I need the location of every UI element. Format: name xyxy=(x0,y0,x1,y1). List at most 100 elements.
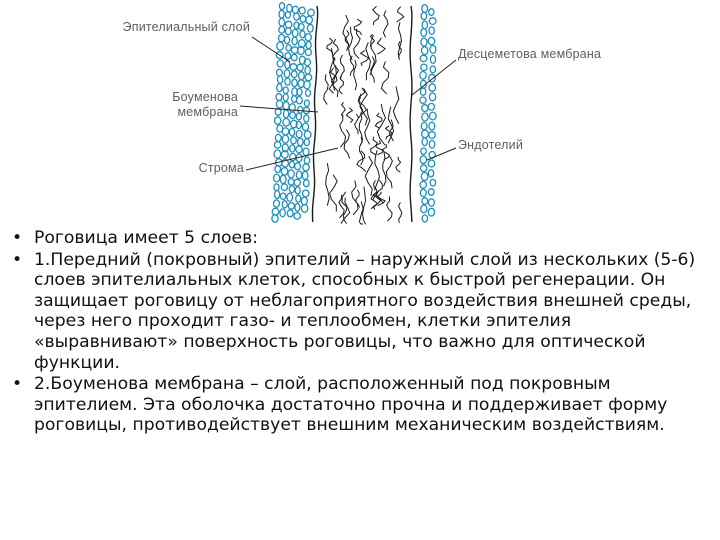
stroma-fiber xyxy=(369,34,376,48)
epithelium-cells xyxy=(271,2,315,223)
epithelial-cell xyxy=(299,30,306,39)
epithelial-cell xyxy=(301,170,309,181)
stroma-fiber xyxy=(349,55,355,76)
epithelial-cell xyxy=(293,178,302,187)
epithelial-cell xyxy=(287,202,295,210)
endothelial-cell xyxy=(427,159,436,168)
descemet-membrane xyxy=(409,5,413,223)
stroma-fiber xyxy=(374,112,383,129)
stroma-fiber xyxy=(343,197,348,224)
stroma-fibers xyxy=(323,6,405,225)
epithelial-cell xyxy=(281,143,290,153)
epithelial-cell xyxy=(276,59,284,68)
endothelial-cell xyxy=(428,73,436,83)
stroma-fiber xyxy=(364,108,371,145)
leader-descemet xyxy=(411,59,457,96)
epithelial-cell xyxy=(288,160,296,169)
endothelial-cell xyxy=(427,8,435,17)
stroma-fiber xyxy=(338,75,345,95)
stroma-fiber xyxy=(329,174,338,212)
stroma-fiber xyxy=(342,14,350,51)
stroma-fiber xyxy=(356,150,367,172)
endothelial-cell xyxy=(429,65,437,74)
endothelial-cell xyxy=(428,92,437,102)
epithelial-cell xyxy=(273,116,282,126)
stroma-fiber xyxy=(364,155,373,197)
stroma-fiber xyxy=(338,194,345,219)
endothelial-cell xyxy=(429,44,437,55)
bullet-text: Роговица имеет 5 слоев: xyxy=(34,228,259,248)
epithelial-cell xyxy=(271,207,280,216)
endothelial-cell xyxy=(420,171,429,182)
epithelial-cell xyxy=(288,185,296,194)
epithelial-cell xyxy=(300,196,308,206)
bullet-marker: • xyxy=(12,374,23,395)
epithelial-cell xyxy=(284,51,292,60)
stroma-fiber xyxy=(395,156,402,173)
stroma-fiber xyxy=(345,107,354,123)
endothelial-cell xyxy=(420,121,428,131)
stroma-fiber xyxy=(329,48,334,85)
epithelial-cell xyxy=(293,12,300,21)
stroma-fiber xyxy=(359,88,368,126)
epithelial-cell xyxy=(296,87,303,97)
endothelial-cell xyxy=(427,102,436,111)
epithelial-cell xyxy=(289,111,296,120)
stroma-fiber xyxy=(376,103,387,146)
endothelial-cell xyxy=(421,137,428,147)
epithelial-cell xyxy=(290,53,298,62)
endothelial-cell xyxy=(419,70,427,80)
stroma-fiber xyxy=(339,114,347,148)
endothelial-cell xyxy=(421,3,429,14)
bullet-item-bowman: • 2.Боуменова мембрана – слой, расположе… xyxy=(10,374,710,436)
epithelial-cell xyxy=(284,20,293,29)
epithelial-cell xyxy=(280,183,289,192)
endothelial-cell xyxy=(427,188,435,196)
label-stroma: Строма xyxy=(198,161,244,175)
stroma-fiber xyxy=(359,50,370,67)
endothelial-cell xyxy=(420,37,428,47)
endothelial-cell xyxy=(428,17,437,26)
endothelial-cell xyxy=(428,83,437,93)
bowman-membrane-line xyxy=(311,5,319,223)
label-endothelium: Эндотелий xyxy=(458,138,524,152)
stroma-fiber xyxy=(351,180,359,216)
epithelial-cell xyxy=(289,63,298,71)
leader-epithelium xyxy=(251,36,291,63)
epithelial-cell xyxy=(278,17,286,27)
stroma-fiber xyxy=(325,163,330,206)
epithelial-cell xyxy=(272,199,281,208)
stroma-fiber xyxy=(332,57,337,91)
epithelial-cell xyxy=(301,122,310,132)
epithelial-cell xyxy=(297,105,304,114)
epithelial-cell xyxy=(274,133,282,143)
stroma-fiber xyxy=(384,125,393,140)
endothelial-cell xyxy=(427,207,436,217)
endothelial-cell xyxy=(428,139,436,149)
epithelial-cell xyxy=(295,145,303,154)
epithelial-cell xyxy=(284,26,292,36)
epithelial-cell xyxy=(307,8,315,17)
bullet-item-epithelium: • 1.Передний (покровный) эпителий – нару… xyxy=(10,250,710,374)
epithelial-cell xyxy=(275,99,284,109)
stroma-fiber xyxy=(340,102,346,118)
stroma-fiber xyxy=(328,67,338,94)
endothelial-cell xyxy=(427,36,436,46)
epithelial-cell xyxy=(304,48,313,57)
epithelial-cell xyxy=(298,6,306,15)
epithelial-cell xyxy=(296,45,305,56)
endothelial-cell xyxy=(420,204,428,214)
stroma-fiber xyxy=(348,26,354,61)
epithelial-cell xyxy=(282,117,291,127)
bullet-marker: • xyxy=(12,249,23,270)
stroma-fiber xyxy=(397,41,402,58)
epithelial-cell xyxy=(273,189,281,200)
stroma-fiber xyxy=(375,179,384,204)
epithelial-cell xyxy=(289,119,298,129)
endothelial-cell xyxy=(421,104,429,113)
endothelial-cell xyxy=(427,198,436,207)
endothelial-cell xyxy=(420,27,428,38)
epithelial-cell xyxy=(305,40,312,50)
epithelial-cell xyxy=(280,166,289,176)
leader-stroma xyxy=(245,147,339,171)
